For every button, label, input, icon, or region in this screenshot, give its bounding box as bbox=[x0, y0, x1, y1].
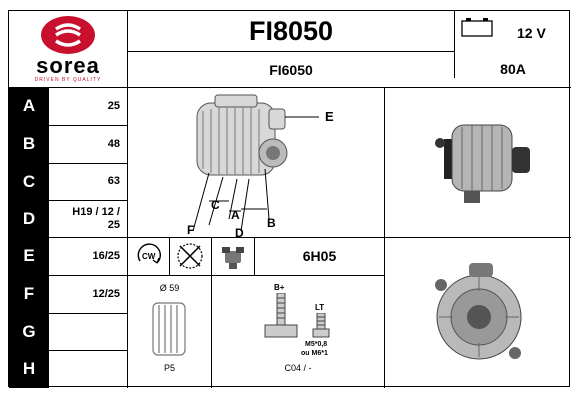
brand-logo: sorea DRIVEN BY QUALITY bbox=[9, 11, 127, 87]
diagram-label-a: A bbox=[231, 208, 240, 222]
spec-value-a: 25 bbox=[107, 99, 120, 112]
diagram-label-b: B bbox=[267, 216, 276, 230]
small-bolt-icon bbox=[312, 313, 330, 338]
spec-value-b: 48 bbox=[107, 137, 120, 150]
brand-tagline: DRIVEN BY QUALITY bbox=[34, 77, 102, 83]
voltage: 12 V bbox=[517, 25, 546, 41]
regulator-icon bbox=[222, 247, 244, 269]
pulley-type: P5 bbox=[163, 363, 175, 373]
pulley-diameter: Ø 59 bbox=[159, 283, 180, 293]
row-letter-h: H bbox=[9, 350, 49, 388]
spec-value-e: 16/25 bbox=[92, 249, 120, 262]
rotation-label: CW bbox=[142, 252, 156, 261]
bolt-icon bbox=[264, 293, 298, 338]
sorea-logo-icon bbox=[41, 16, 95, 54]
row-letter-c: C bbox=[9, 163, 49, 200]
diagram-label-f: F bbox=[187, 223, 194, 237]
diagram-label-c: C bbox=[211, 198, 220, 212]
row-letter-d: D bbox=[9, 200, 49, 237]
diagram-label-d: D bbox=[235, 226, 244, 237]
amperage: 80A bbox=[500, 61, 526, 77]
spec-value-f: 12/25 bbox=[92, 287, 120, 300]
spec-value-h bbox=[49, 350, 127, 388]
fan-crossed-icon bbox=[177, 243, 203, 269]
row-letter-e: E bbox=[9, 237, 49, 275]
row-letter-g: G bbox=[9, 313, 49, 350]
diagram-label-e: E bbox=[325, 109, 334, 124]
row-letter-b: B bbox=[9, 125, 49, 163]
regulator-code: 6H05 bbox=[302, 248, 337, 264]
battery-icon bbox=[461, 18, 493, 37]
b-plus-label: B+ bbox=[274, 283, 285, 292]
lt-label: LT bbox=[315, 303, 325, 312]
alternator-photo-side bbox=[435, 124, 530, 203]
spec-value-d: H19 / 12 / 25 bbox=[72, 205, 120, 231]
connector-code: C04 / - bbox=[284, 363, 312, 373]
thread-size: M5*0,8 bbox=[305, 341, 328, 348]
spec-value-g bbox=[49, 313, 127, 350]
pulley-icon bbox=[152, 302, 186, 356]
alternator-photo-front bbox=[435, 263, 522, 360]
alt-part-number: FI6050 bbox=[269, 61, 313, 78]
row-letter-f: F bbox=[9, 275, 49, 313]
alternator-dimension-diagram: E C A B F D bbox=[187, 94, 334, 237]
spec-value-c: 63 bbox=[107, 175, 120, 187]
row-letter-a: A bbox=[9, 87, 49, 125]
thread-size-alt: ou M6*1 bbox=[301, 350, 328, 357]
spec-sheet: sorea DRIVEN BY QUALITY FI8050 FI6050 12… bbox=[8, 10, 571, 388]
cw-rotation-icon: CW bbox=[137, 243, 161, 264]
part-number: FI8050 bbox=[248, 15, 334, 46]
brand-name: sorea bbox=[36, 53, 100, 78]
